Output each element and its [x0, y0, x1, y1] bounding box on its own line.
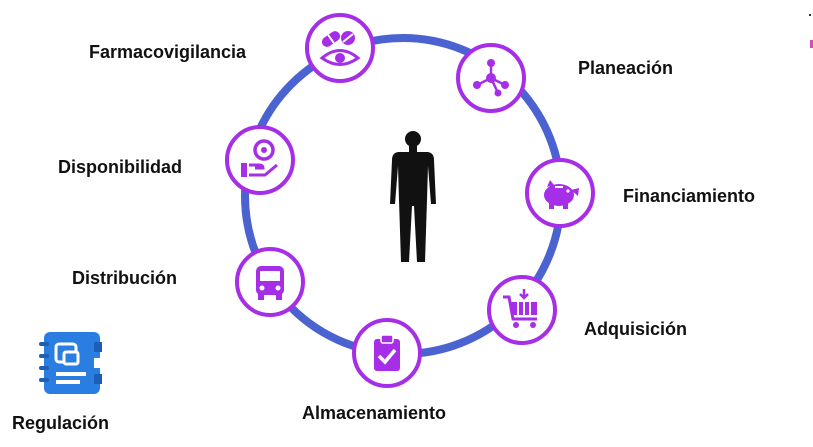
- stage-node-disponibilidad: [225, 125, 295, 195]
- stage-node-financiamiento: [525, 158, 595, 228]
- stage-node-almacenamiento: [352, 318, 422, 388]
- corner-mark: [810, 40, 813, 48]
- stage-label-adquisicion: Adquisición: [584, 319, 687, 339]
- hand-offer-icon: [241, 139, 278, 177]
- piggy-bank-icon: [544, 180, 579, 209]
- stage-node-farmacovigilancia: [305, 13, 375, 83]
- stage-label-financiamiento: Financiamiento: [623, 186, 756, 206]
- stage-label-planeacion: Planeación: [578, 58, 674, 78]
- shopping-cart-icon: [503, 289, 537, 328]
- pills-eye-icon: [319, 31, 361, 66]
- network-nodes-icon: [473, 59, 509, 97]
- human-silhouette-icon: [390, 131, 436, 262]
- stage-node-distribucion: [235, 247, 305, 317]
- bus-icon: [256, 266, 284, 300]
- stage-label-almacenamiento: Almacenamiento: [302, 403, 447, 423]
- clipboard-check-icon: [374, 334, 400, 371]
- regulation-label: Regulación: [12, 413, 110, 433]
- notebook-icon: [39, 332, 102, 394]
- stage-node-adquisicion: [487, 275, 557, 345]
- stage-node-planeacion: [456, 43, 526, 113]
- stage-label-distribucion: Distribución: [72, 268, 178, 288]
- corner-dot: [809, 14, 811, 16]
- stage-label-farmacovigilancia: Farmacovigilancia: [89, 42, 247, 62]
- stage-label-disponibilidad: Disponibilidad: [58, 157, 182, 177]
